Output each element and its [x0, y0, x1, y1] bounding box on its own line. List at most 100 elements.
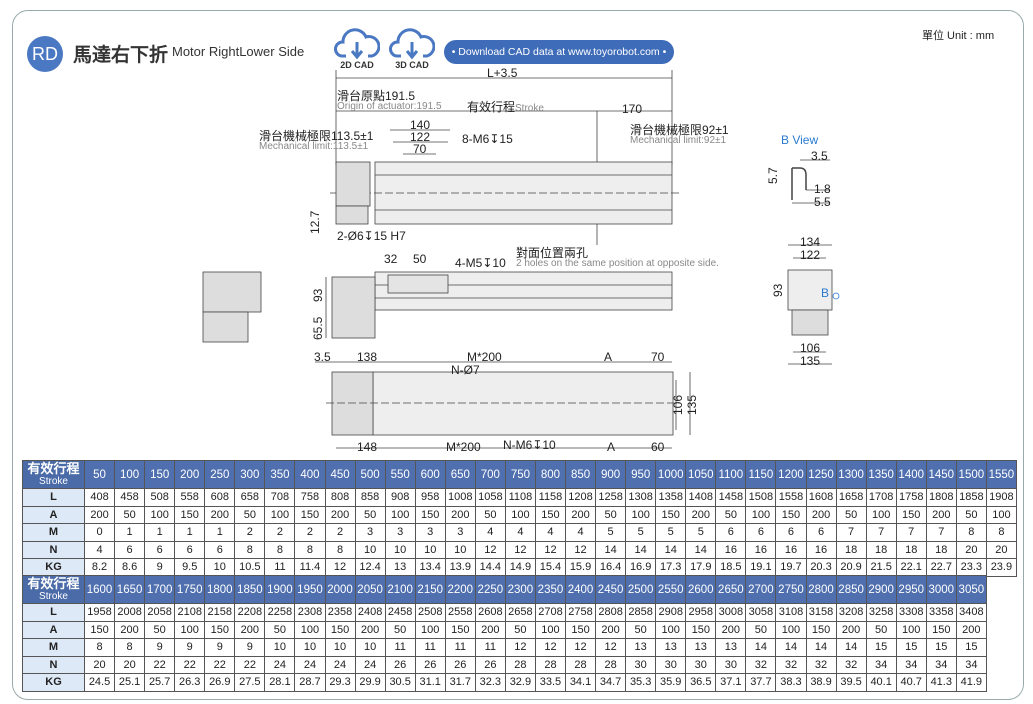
- table-cell: 200: [595, 620, 627, 639]
- table-cell: 23.9: [985, 558, 1017, 577]
- table-cell: 27.5: [234, 673, 266, 692]
- table-cell: 29.9: [354, 673, 386, 692]
- row-label: A: [22, 620, 85, 639]
- table-cell: 31.1: [414, 673, 446, 692]
- table-cell: 2758: [564, 603, 597, 622]
- table-cell: 30: [715, 655, 747, 674]
- opposite-holes-en: 2 holes on the same position at opposite…: [516, 258, 719, 269]
- table-cell: 100: [384, 505, 416, 524]
- stroke-value: 3000: [925, 575, 957, 604]
- table-cell: 2558: [444, 603, 476, 622]
- table-cell: 12: [504, 540, 536, 559]
- table-cell: 16: [775, 540, 807, 559]
- stroke-value: 2900: [865, 575, 897, 604]
- mech-limit-right-zh: 滑台機械極限92±1: [630, 123, 729, 137]
- table-cell: 30.5: [384, 673, 416, 692]
- stroke-value: 350: [264, 460, 296, 489]
- table-cell: 100: [775, 620, 807, 639]
- stroke-label: 有效行程Stroke: [467, 98, 544, 115]
- table-cell: 8: [985, 523, 1017, 542]
- mech-limit-right-en: Mechanical limit:92±1: [630, 135, 727, 146]
- table-cell: 10: [384, 540, 416, 559]
- stroke-value: 450: [324, 460, 356, 489]
- table-cell: 12: [534, 638, 567, 657]
- dim-93: 93: [311, 288, 325, 302]
- row-label: L: [22, 603, 85, 622]
- table-cell: 708: [264, 488, 296, 507]
- cad-3d-button[interactable]: 3D CAD: [387, 26, 437, 70]
- table-cell: 50: [595, 505, 627, 524]
- stroke-value: 1000: [655, 460, 687, 489]
- table-cell: 1058: [474, 488, 506, 507]
- table-cell: 100: [294, 620, 326, 639]
- table-cell: 25.1: [114, 673, 146, 692]
- table-cell: 22: [204, 655, 236, 674]
- dim-134: 134: [800, 235, 821, 249]
- table-cell: 10: [204, 558, 236, 577]
- opposite-holes-zh: 對面位置兩孔: [516, 246, 589, 260]
- table-cell: 16.4: [595, 558, 627, 577]
- origin-label-zh: 滑台原點191.5: [337, 89, 416, 103]
- table-cell: 1908: [985, 488, 1017, 507]
- table-cell: 32: [745, 655, 777, 674]
- download-cad-link[interactable]: • Download CAD data at www.toyorobot.com…: [444, 40, 674, 64]
- cad-3d-label: 3D CAD: [395, 60, 429, 70]
- table-cell: 12: [595, 638, 627, 657]
- table-cell: 150: [805, 620, 837, 639]
- table-cell: 14: [835, 638, 867, 657]
- row-label: N: [22, 655, 85, 674]
- stroke-value: 1150: [745, 460, 777, 489]
- table-cell: 15.9: [564, 558, 597, 577]
- cad-2d-button[interactable]: 2D CAD: [332, 26, 382, 70]
- table-cell: 8.2: [83, 558, 116, 577]
- table-cell: 3208: [835, 603, 867, 622]
- table-cell: 4: [564, 523, 597, 542]
- row-label: KG: [22, 673, 85, 692]
- table-cell: 100: [144, 505, 176, 524]
- table-cell: 37.1: [715, 673, 747, 692]
- dim-3-5-bottom: 3.5: [314, 350, 331, 364]
- stroke-value: 1650: [114, 575, 146, 604]
- table-cell: 18: [865, 540, 897, 559]
- table-cell: 9: [234, 638, 266, 657]
- dim-148: 148: [357, 440, 378, 454]
- table-cell: 10.5: [234, 558, 266, 577]
- table-cell: 28.7: [294, 673, 326, 692]
- dim-5-7: 5.7: [766, 167, 780, 184]
- stroke-label-en: Stroke: [515, 103, 544, 114]
- table-cell: 2858: [625, 603, 657, 622]
- stroke-value: 2650: [715, 575, 747, 604]
- table-cell: 3258: [865, 603, 897, 622]
- n-m6-holes: N-M6↧10: [503, 438, 556, 452]
- table-cell: 50: [625, 620, 657, 639]
- dim-3-5: 3.5: [811, 149, 828, 163]
- table-cell: 50: [745, 620, 777, 639]
- table-cell: 908: [384, 488, 416, 507]
- dim-140: 140: [410, 118, 431, 132]
- top-view: [330, 70, 680, 245]
- table-cell: 4: [474, 523, 506, 542]
- table-cell: 8: [955, 523, 987, 542]
- table-cell: 9: [144, 558, 176, 577]
- table-cell: 50: [474, 505, 506, 524]
- table-cell: 1: [144, 523, 176, 542]
- stroke-value: 1250: [805, 460, 837, 489]
- table-cell: 1408: [685, 488, 717, 507]
- table-cell: 18: [925, 540, 957, 559]
- dim-106: 106: [671, 394, 685, 415]
- table-cell: 13: [685, 638, 717, 657]
- table-cell: 12: [324, 558, 356, 577]
- stroke-value: 1550: [985, 460, 1017, 489]
- table-cell: 150: [925, 620, 957, 639]
- table-cell: 50: [264, 620, 296, 639]
- stroke-value: 1450: [925, 460, 957, 489]
- table-cell: 150: [174, 505, 206, 524]
- table-cell: 2: [264, 523, 296, 542]
- table-cell: 1258: [595, 488, 627, 507]
- table-cell: 5: [625, 523, 657, 542]
- row-label: M: [22, 638, 85, 657]
- stroke-value: 1750: [174, 575, 206, 604]
- table-cell: 2308: [294, 603, 326, 622]
